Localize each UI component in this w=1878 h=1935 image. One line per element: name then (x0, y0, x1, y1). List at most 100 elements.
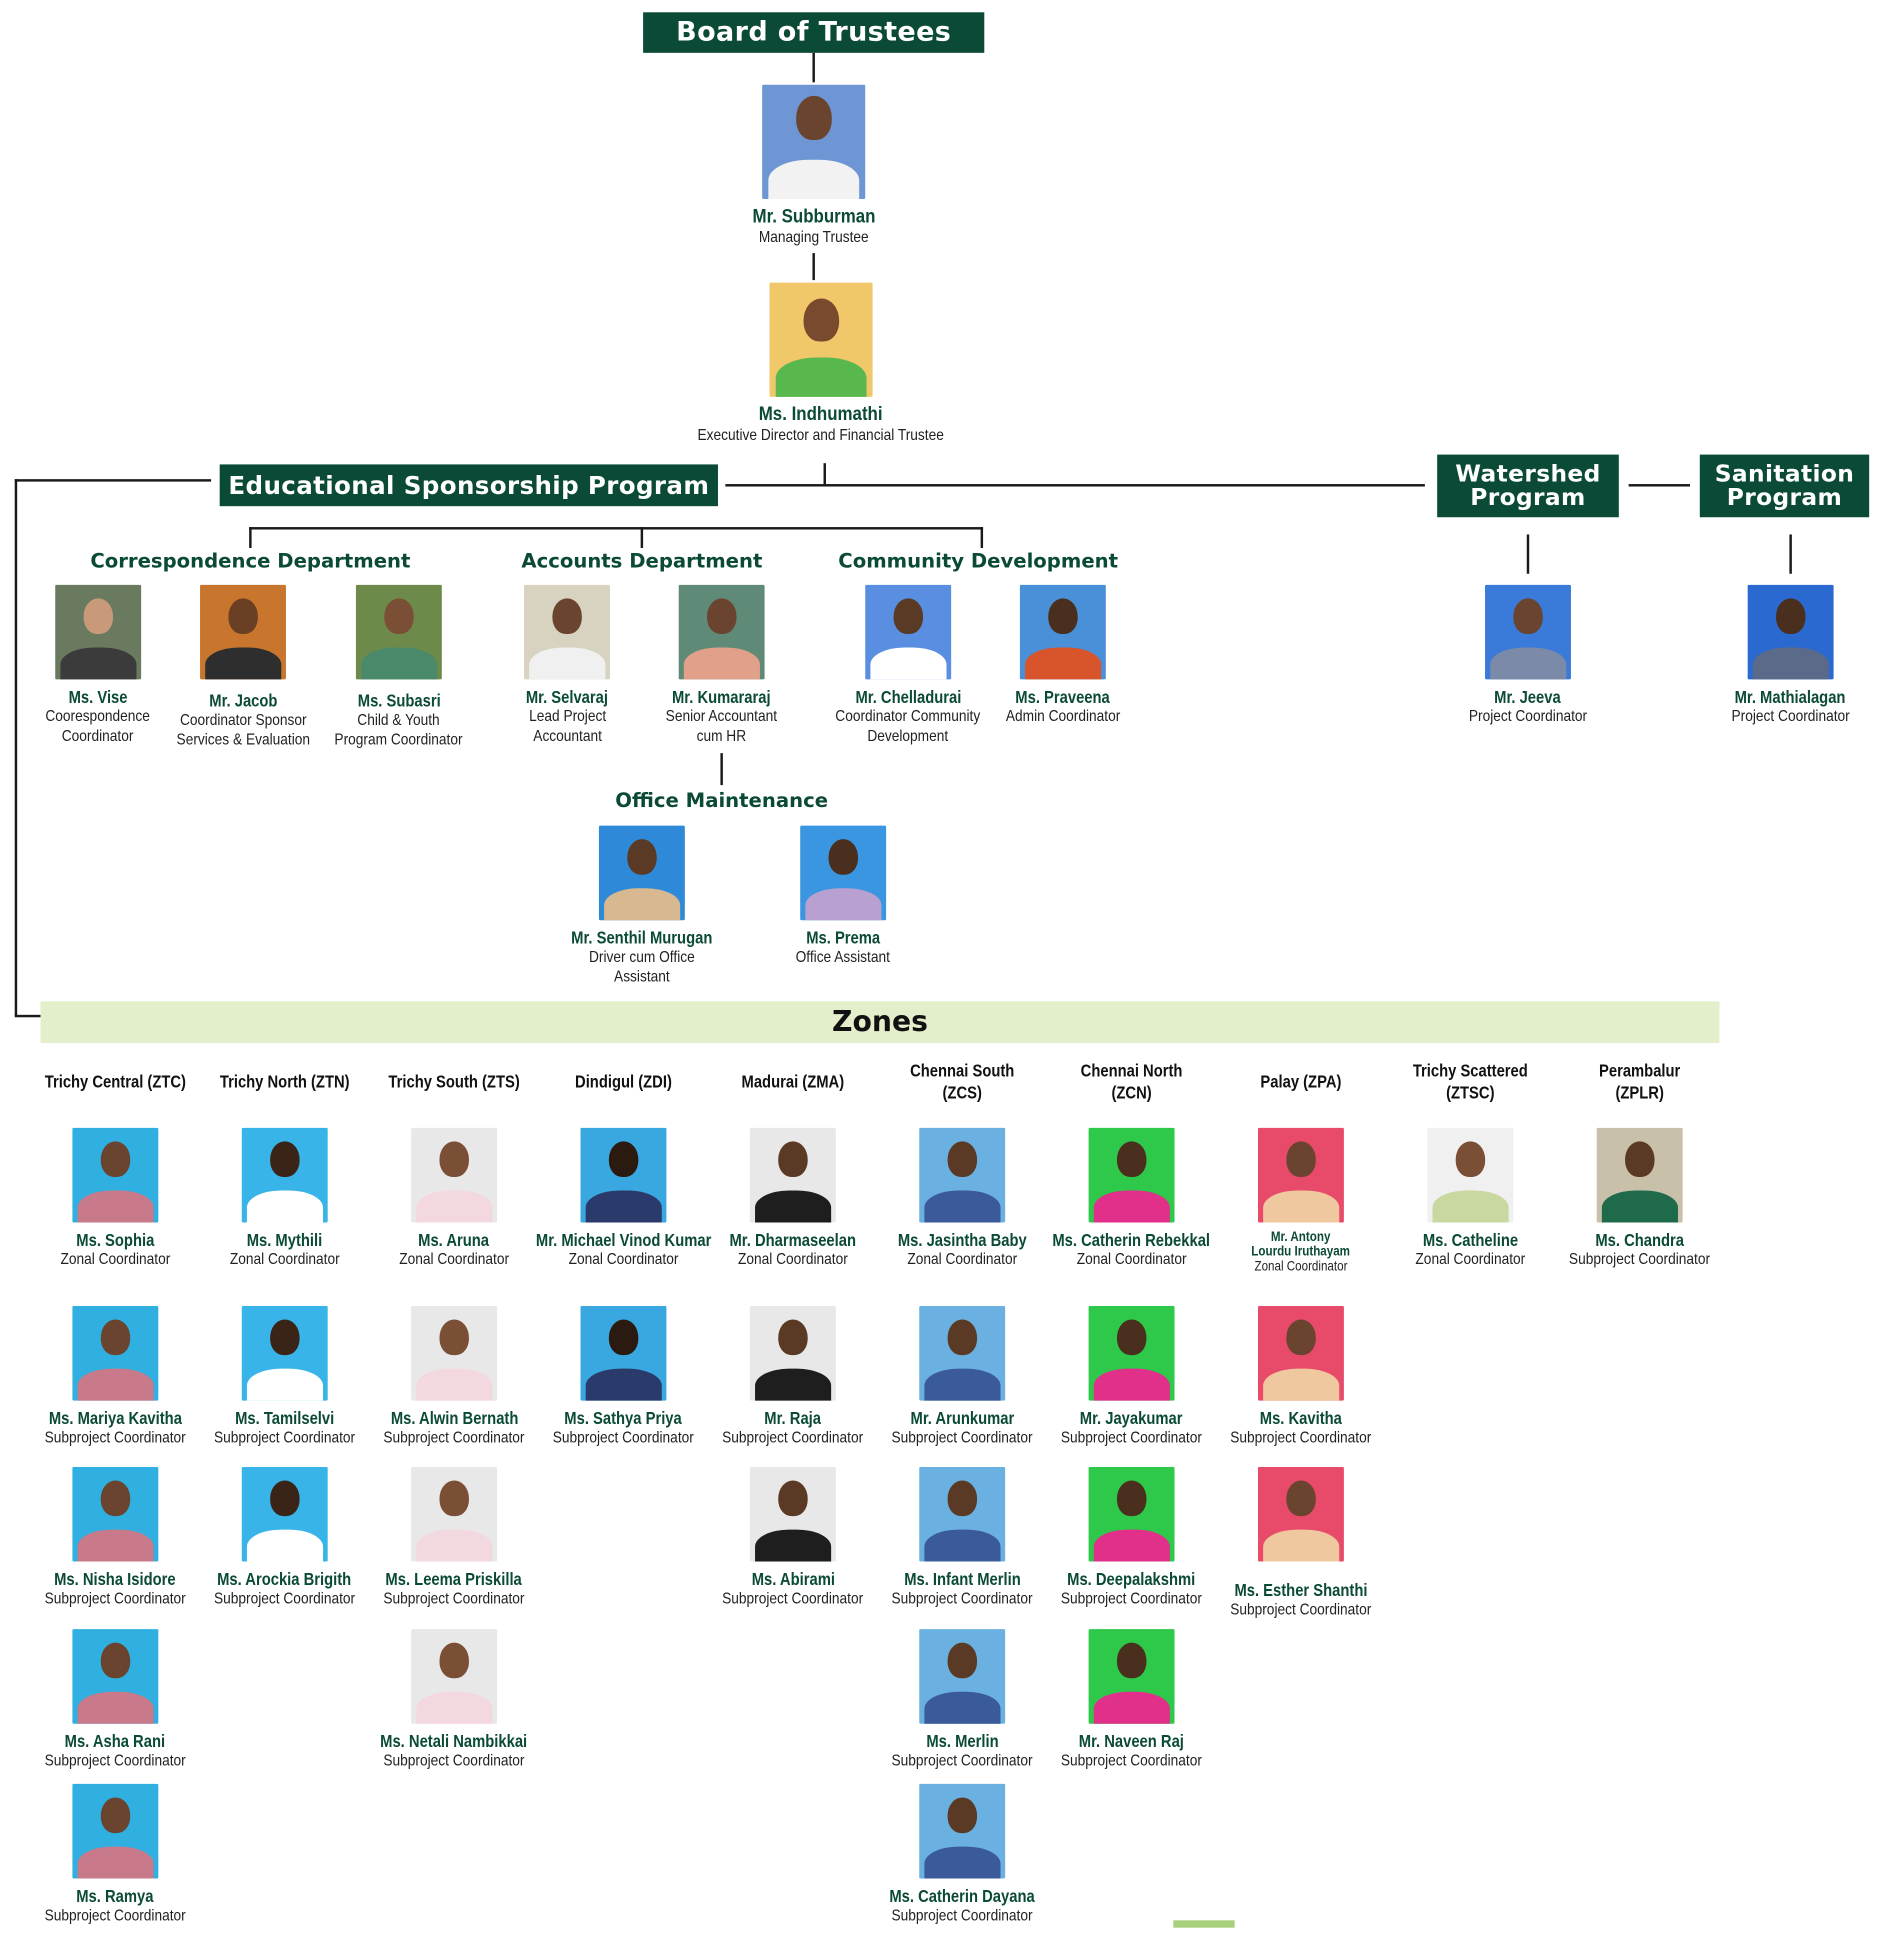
connector (14, 479, 18, 1017)
leader-card: Mr. Subburman Managing Trustee (691, 84, 936, 247)
zone-heading: Chennai North (ZCN) (1080, 1060, 1183, 1103)
person-name: Mr. Chelladurai (855, 686, 962, 707)
connector (14, 1014, 42, 1018)
portrait-photo (524, 584, 610, 680)
portrait-photo (355, 584, 442, 680)
person-role: Executive Director and Financial Trustee (697, 425, 945, 444)
person-name: Ms. Kavitha (1259, 1407, 1343, 1428)
person-role: Zonal Coordinator (1076, 1249, 1187, 1268)
person-name: Ms. Nisha Isidore (54, 1568, 177, 1589)
connector (249, 527, 984, 530)
staff-card: Mr. Kumararaj Senior Accountant cum HR (636, 584, 808, 746)
decorative-tab (1173, 1920, 1235, 1928)
person-role: Subproject Coordinator (44, 1750, 186, 1770)
zone-heading: Trichy North (ZTN) (219, 1071, 350, 1091)
person-role: Zonal Coordinator (1254, 1259, 1348, 1275)
person-name: Ms. Merlin (926, 1731, 999, 1751)
person-name: Ms. Catherin Rebekkal (1052, 1229, 1211, 1250)
educational-sponsorship-program-header: Educational Sponsorship Program (219, 464, 718, 507)
connector (1526, 534, 1530, 574)
portrait-photo (800, 825, 887, 921)
person-role: Coordinator Community Development (835, 706, 981, 745)
person-name: Ms. Catherin Dayana (889, 1885, 1035, 1906)
person-role: Managing Trustee (758, 227, 869, 246)
person-role: Subproject Coordinator (722, 1427, 864, 1447)
portrait-photo (72, 1306, 159, 1401)
portrait-photo (1596, 1127, 1683, 1223)
zone-heading: Madurai (ZMA) (741, 1071, 845, 1091)
person-name: Ms. Esther Shanthi (1234, 1579, 1368, 1600)
portrait-photo (1257, 1466, 1344, 1562)
portrait-photo (1257, 1127, 1344, 1223)
portrait-photo (762, 84, 866, 200)
staff-card: Mr. Mathialagan Project Coordinator (1711, 584, 1871, 726)
person-name: Mr. Naveen Raj (1078, 1731, 1185, 1751)
person-role: Lead Project Accountant (528, 706, 606, 745)
person-role: Subproject Coordinator (44, 1588, 186, 1608)
person-role: Subproject Coordinator (383, 1588, 525, 1608)
portrait-photo (598, 825, 685, 921)
leader-card: Ms. Indhumathi Executive Director and Fi… (637, 282, 1005, 445)
staff-card: Mr. Jacob Coordinator Sponsor Services &… (157, 584, 329, 750)
person-name: Ms. Infant Merlin (903, 1568, 1021, 1589)
staff-card: Mr. Senthil Murugan Driver cum Office As… (547, 825, 736, 987)
person-role: Senior Accountant cum HR (665, 706, 778, 745)
person-role: Subproject Coordinator (1061, 1588, 1203, 1608)
person-name: Ms. Mariya Kavitha (48, 1407, 182, 1428)
person-name: Ms. Alwin Bernath (390, 1407, 518, 1428)
portrait-photo (919, 1466, 1006, 1562)
portrait-photo (1485, 584, 1571, 680)
zones-header: Zones (40, 1001, 1720, 1044)
person-role: Subproject Coordinator (214, 1588, 356, 1608)
portrait-photo (1088, 1127, 1175, 1223)
accounts-department-title: Accounts Department (521, 549, 763, 573)
person-role: Subproject Coordinator (1061, 1427, 1203, 1447)
person-name: Ms. Asha Rani (65, 1731, 166, 1751)
staff-card: Ms. Prema Office Assistant (770, 825, 917, 967)
portrait-photo (72, 1783, 159, 1879)
person-name: Mr. Mathialagan (1735, 686, 1847, 707)
community-development-title: Community Development (838, 549, 1119, 573)
correspondence-department-title: Correspondence Department (90, 549, 411, 573)
portrait-photo (55, 584, 142, 680)
person-name: Ms. Vise (68, 686, 128, 707)
person-name: Mr. Antony Lourdu Iruthayam (1251, 1229, 1351, 1260)
portrait-photo (411, 1629, 498, 1724)
person-name: Mr. Michael Vinod Kumar (535, 1229, 712, 1250)
portrait-photo (411, 1466, 498, 1562)
connector (812, 52, 815, 83)
person-name: Ms. Deepalakshmi (1067, 1568, 1196, 1589)
person-name: Mr. Jacob (208, 690, 278, 711)
watershed-program-header: Watershed Program (1437, 454, 1619, 518)
connector (1789, 534, 1792, 574)
portrait-photo (1088, 1306, 1175, 1401)
portrait-photo (919, 1629, 1006, 1724)
board-of-trustees-header: Board of Trustees (643, 12, 985, 53)
zone-heading: Dindigul (ZDI) (575, 1071, 672, 1091)
connector (980, 527, 984, 548)
person-role: Subproject Coordinator (1230, 1599, 1372, 1619)
portrait-photo (769, 282, 873, 397)
zone-heading: Chennai South (ZCS) (910, 1060, 1015, 1103)
person-name: Ms. Catheline (1422, 1229, 1518, 1250)
person-name: Ms. Ramya (76, 1885, 154, 1906)
person-role: Subproject Coordinator (383, 1427, 525, 1447)
person-name: Ms. Arockia Brigith (217, 1568, 352, 1589)
portrait-photo (919, 1306, 1006, 1401)
